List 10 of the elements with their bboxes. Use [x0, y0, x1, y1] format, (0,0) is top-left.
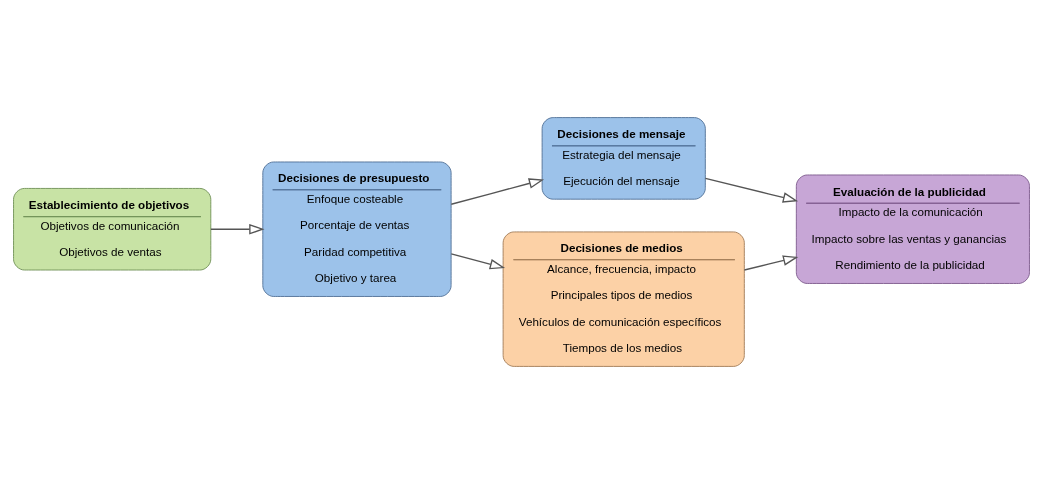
node-box: Decisiones de presupuesto Enfoque costeable Porcentaje de ventas Paridad competitiva Objetivo y tarea [262, 161, 452, 297]
arrow [704, 177, 799, 203]
arrow [450, 252, 506, 269]
node-box: Decisiones de medios Alcance, frecuencia, impacto Principales tipos de medios Vehículos de comunicación específicos Tiempos de los medios [502, 230, 745, 367]
arrow [450, 177, 545, 205]
arrow [210, 223, 265, 235]
node-box: Decisiones de mensaje Estrategia del mensaje Ejecución del mensaje [541, 116, 706, 200]
node-box: Establecimiento de objetivos Objetivos de comunicación Objetivos de ventas [13, 187, 212, 270]
node-box: Evaluación de la publicidad Impacto de la comunicación Impacto sobre las ventas y ganancias Rendimiento de la publicidad [795, 174, 1030, 284]
arrow [743, 254, 799, 271]
